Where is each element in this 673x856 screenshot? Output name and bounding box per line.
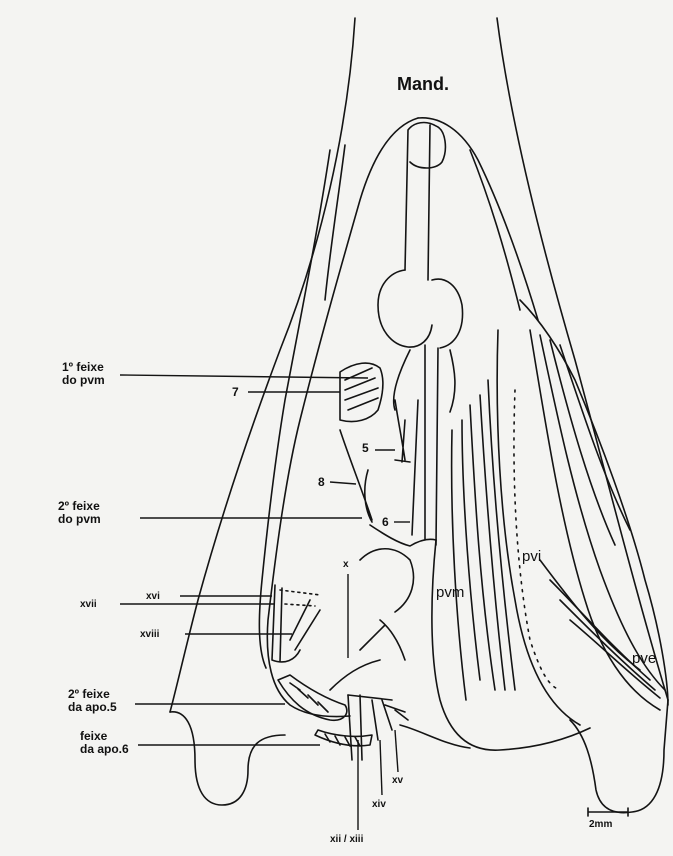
label-8: 8	[318, 476, 325, 489]
scale-label: 2mm	[589, 818, 612, 831]
inner-jaw-outline	[267, 118, 418, 717]
apo5-hatch	[278, 675, 347, 720]
central-column	[405, 123, 445, 280]
label-xvi: xvi	[146, 590, 160, 603]
label-pvi: pvi	[522, 550, 541, 563]
label-xvii: xvii	[80, 598, 97, 611]
label-feixe-2-pvm: 2º feixe do pvm	[58, 500, 101, 526]
label-5: 5	[362, 442, 369, 455]
figure-title: Mand.	[397, 78, 449, 91]
label-feixe-apo5: 2º feixe da apo.5	[68, 688, 117, 714]
label-pve: pve	[632, 652, 656, 665]
label-x: x	[343, 558, 349, 571]
mandible-outer-left-line	[170, 18, 355, 712]
lower-contour	[170, 712, 285, 805]
apo6-hatch	[315, 730, 372, 746]
label-xii-xiii: xii / xiii	[330, 833, 363, 846]
inner-jaw-outline-3	[259, 150, 330, 668]
lower-contour-right	[570, 700, 668, 813]
label-feixe-apo6: feixe da apo.6	[80, 730, 129, 756]
label-xv: xv	[392, 774, 403, 787]
label-7: 7	[232, 386, 239, 399]
label-6: 6	[382, 516, 389, 529]
label-feixe-1-pvm: 1º feixe do pvm	[62, 361, 105, 387]
label-xiv: xiv	[372, 798, 386, 811]
label-xviii: xviii	[140, 628, 159, 641]
label-pvm: pvm	[436, 586, 464, 599]
